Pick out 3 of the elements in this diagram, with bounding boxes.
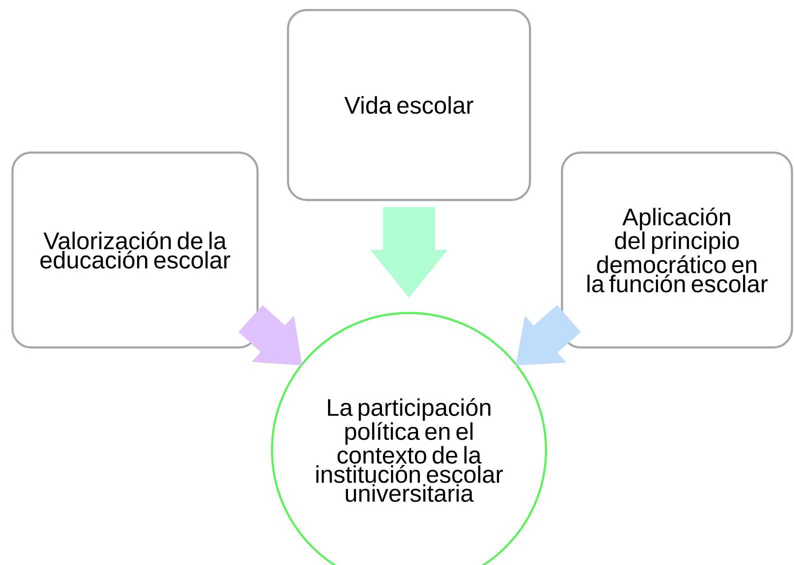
rounded-box: Valorización de la educación escolar xyxy=(11,151,259,349)
rounded-box: Aplicación del principio democrático en la función escolar xyxy=(560,151,794,349)
rounded-box: Vida escolar xyxy=(286,8,532,202)
